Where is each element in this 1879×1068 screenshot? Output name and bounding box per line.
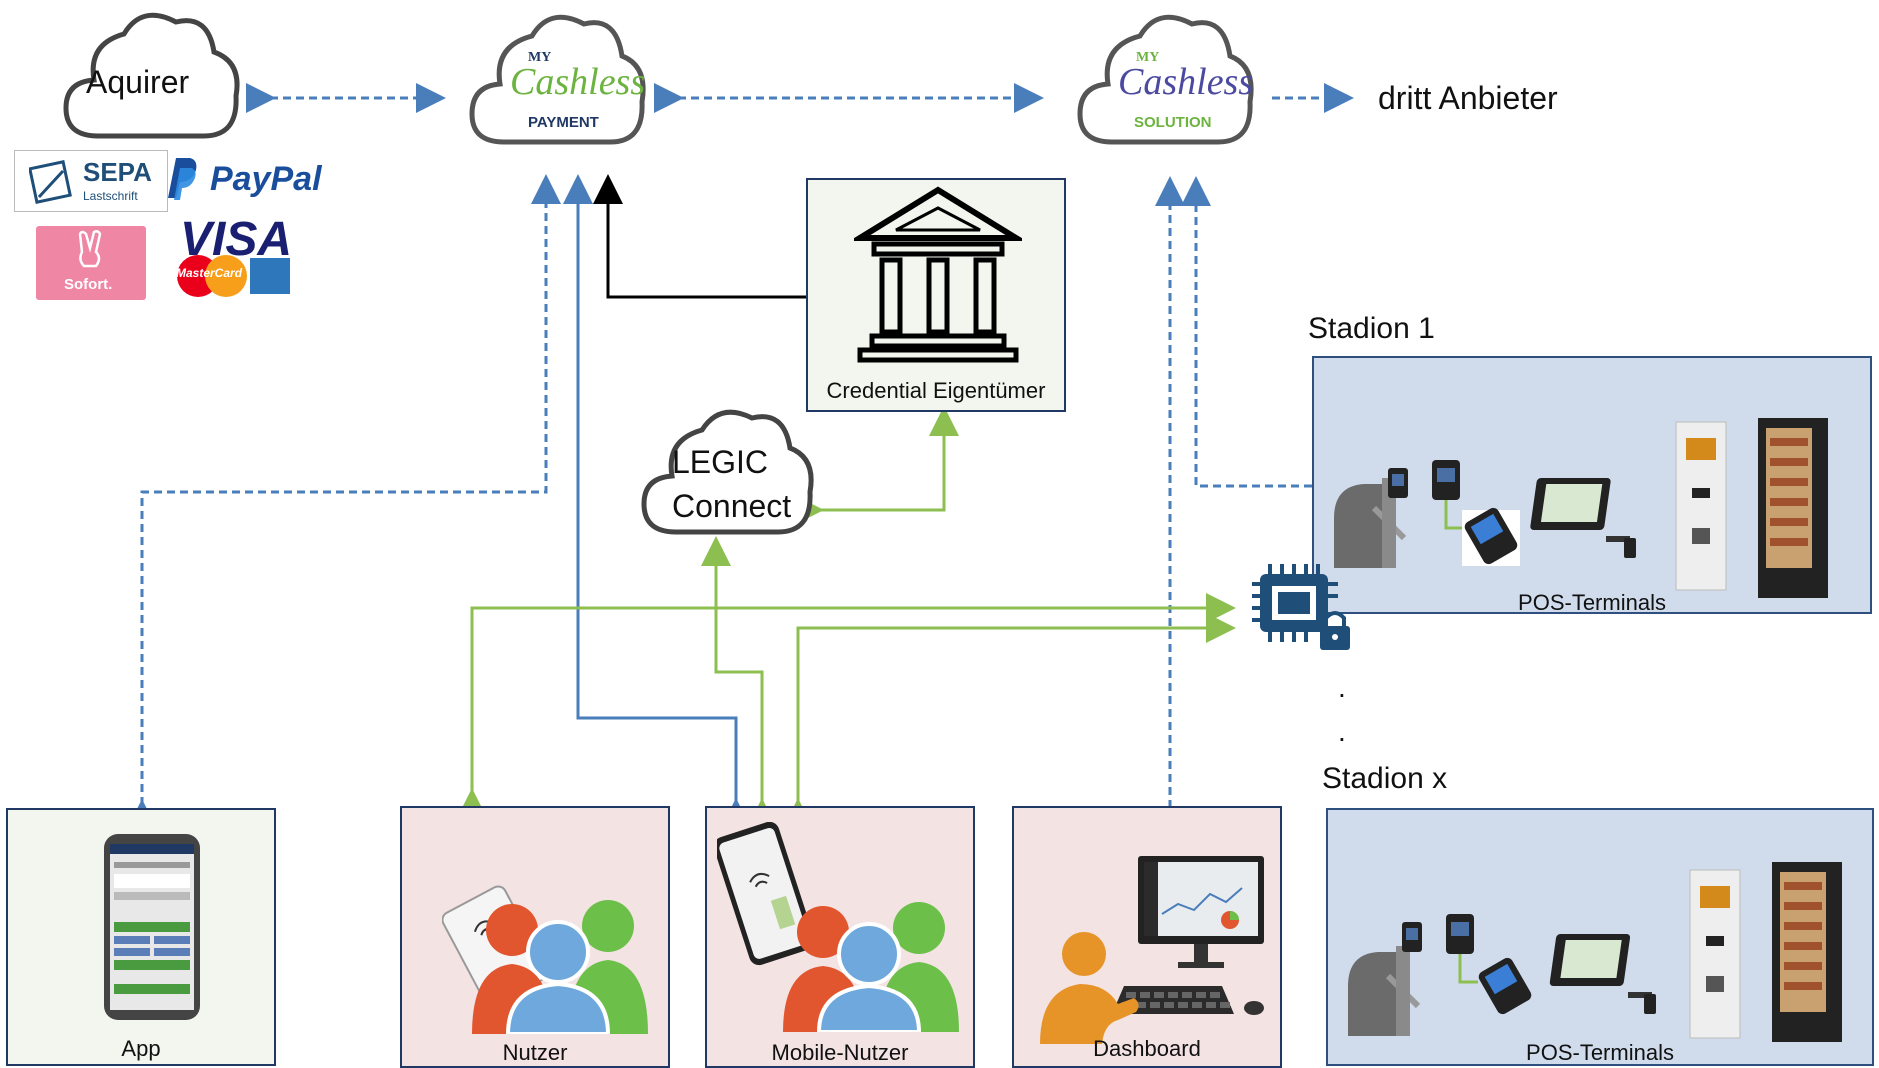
stadium1-caption: POS-Terminals [1518,590,1666,615]
mastercard-label: MasterCard [176,266,243,280]
app-label: App [121,1036,161,1061]
victory-hand-icon [78,230,102,268]
smartphone-app-icon [104,834,200,1020]
solution-logo-my: MY [1136,50,1160,65]
sofort-logo: Sofort. [36,226,146,300]
arrow-stadium-solution [1181,176,1312,488]
third-party-label: dritt Anbieter [1378,80,1558,116]
payment-logo-sub: PAYMENT [528,114,599,131]
aquirer-label: Aquirer [86,64,190,100]
nutzer-box: Nutzer [400,806,670,1068]
mastercard-icon [177,255,247,297]
mobile-nutzer-label: Mobile-Nutzer [771,1040,909,1065]
stadium1-terminals-illustration [1334,418,1828,598]
legic-cloud [641,409,814,535]
arrow-mobile-chip [783,613,1236,828]
mobile-nutzer-box: Mobile-Nutzer [705,806,975,1068]
legic-label-line2: Connect [672,488,792,524]
credential-owner-box: Credential Eigentümer [806,178,1066,412]
sepa-title: SEPA [83,157,152,187]
turnstile-icon [1334,478,1407,568]
amex-icon [250,258,290,294]
arrow-credential-payment [593,174,806,299]
solution-cloud [1077,14,1254,145]
sepa-sub: Lastschrift [83,189,138,203]
sepa-logo: SEPA Lastschrift [14,150,168,212]
aquirer-cloud [63,12,240,139]
dashboard-box: Dashboard [1012,806,1282,1068]
solution-logo-main: Cashless [1118,61,1254,103]
sepa-icon [29,160,72,204]
nutzer-label: Nutzer [502,1040,568,1065]
stadium1-title: Stadion 1 [1308,312,1435,345]
payment-cloud [469,14,646,145]
stadiumx-terminals-illustration [1348,862,1842,1042]
mobile-users-icon [717,822,959,1032]
legic-label-line1: LEGIC [672,444,769,480]
dashboard-workstation-icon [1040,856,1264,1044]
stadiumx-title: Stadion x [1322,762,1448,795]
paypal-icon [168,158,197,200]
payment-logo-my: MY [528,50,552,65]
arrow-app-payment [127,174,561,829]
stadiumx-caption: POS-Terminals [1526,1040,1674,1065]
bank-building-icon [854,186,1022,363]
dashboard-label: Dashboard [1093,1036,1201,1061]
stadium1-box: POS-Terminals [1312,356,1872,615]
sofort-label: Sofort. [64,276,113,293]
secure-chip-icon [1252,564,1350,650]
credential-owner-label: Credential Eigentümer [826,378,1046,403]
stadiumx-box: POS-Terminals [1326,808,1874,1066]
arrow-legic-credential [794,406,959,525]
arrow-mobile-legic [701,536,777,828]
payment-logo-main: Cashless [510,61,646,103]
app-box: App [6,808,276,1066]
solution-logo-sub: SOLUTION [1134,114,1212,131]
paypal-label: PayPal [210,160,322,198]
ellipsis-dot-1: . [1338,672,1346,703]
users-with-card-icon [442,885,648,1034]
ellipsis-dot-2: . [1338,716,1346,747]
arrow-nutzer-chip [457,593,1236,818]
